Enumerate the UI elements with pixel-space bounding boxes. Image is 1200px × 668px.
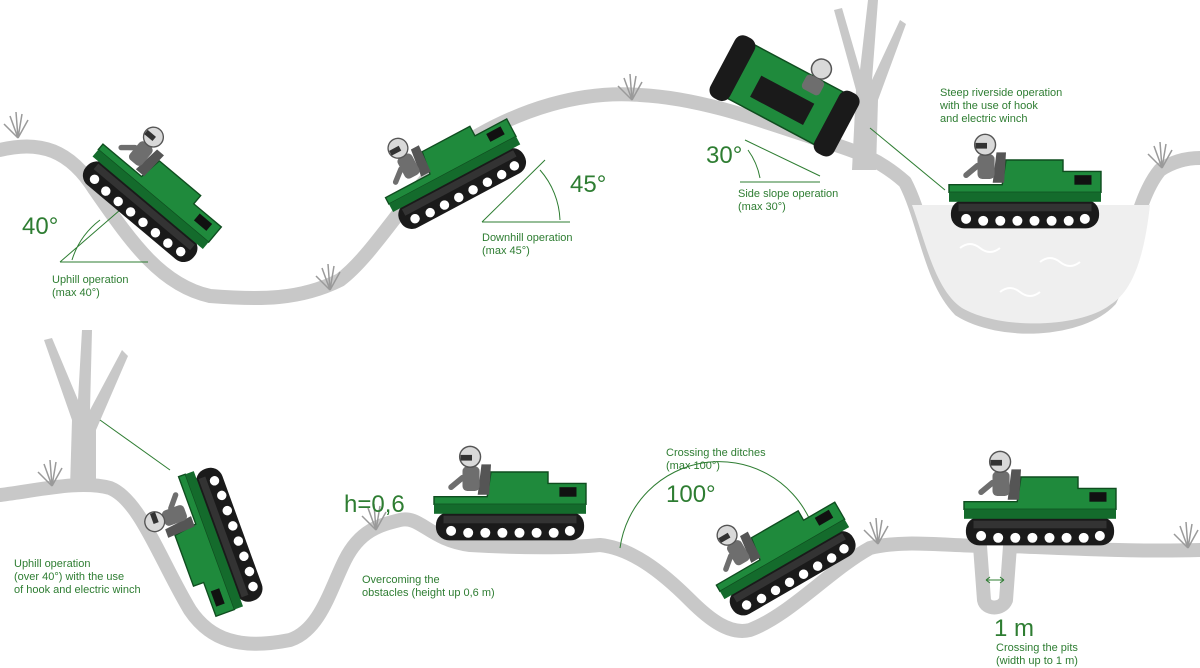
caption-downhill: Downhill operation (max 45°) bbox=[482, 232, 573, 257]
vehicle-ditches bbox=[692, 472, 861, 621]
vehicle-side-slope bbox=[709, 35, 860, 157]
angle-label-100: 100° bbox=[666, 481, 716, 508]
angle-arc-40 bbox=[59, 209, 148, 263]
caption-ditches: Crossing the ditches (max 100°) bbox=[666, 447, 766, 472]
angle-arc-45 bbox=[481, 159, 570, 223]
angle-label-40: 40° bbox=[22, 213, 59, 240]
terrain-bottom bbox=[0, 478, 1200, 651]
pit-width-label: 1 m bbox=[994, 615, 1035, 642]
caption-uphill: Uphill operation (max 40°) bbox=[52, 274, 129, 299]
caption-side-slope: Side slope operation (max 30°) bbox=[738, 188, 839, 213]
angle-arc-30 bbox=[740, 139, 821, 183]
grass-tuft bbox=[3, 111, 29, 139]
water-waves bbox=[959, 243, 1081, 297]
winch-cable-riverside bbox=[869, 127, 946, 191]
water-pool bbox=[912, 205, 1150, 324]
angle-label-30: 30° bbox=[706, 142, 743, 169]
height-label: h=0,6 bbox=[344, 491, 405, 518]
pit-width-arrow bbox=[985, 576, 1005, 584]
vehicle-pits bbox=[964, 451, 1116, 545]
vehicle-downhill bbox=[363, 88, 532, 234]
angle-label-45: 45° bbox=[570, 171, 607, 198]
caption-uphill-winch: Uphill operation (over 40°) with the use… bbox=[14, 558, 141, 596]
vehicle-obstacles bbox=[434, 446, 586, 540]
angle-arc-100 bbox=[619, 461, 811, 549]
tree-top-right bbox=[834, 0, 906, 170]
vehicle-riverside bbox=[949, 134, 1101, 228]
caption-riverside: Steep riverside operation with the use o… bbox=[940, 87, 1063, 125]
caption-obstacles: Overcoming the obstacles (height up 0,6 … bbox=[362, 574, 495, 599]
winch-cable-uphill bbox=[99, 419, 171, 471]
vehicle-uphill bbox=[76, 108, 244, 269]
tree-bottom-left bbox=[44, 330, 128, 488]
caption-pits: Crossing the pits (width up to 1 m) bbox=[996, 642, 1078, 667]
